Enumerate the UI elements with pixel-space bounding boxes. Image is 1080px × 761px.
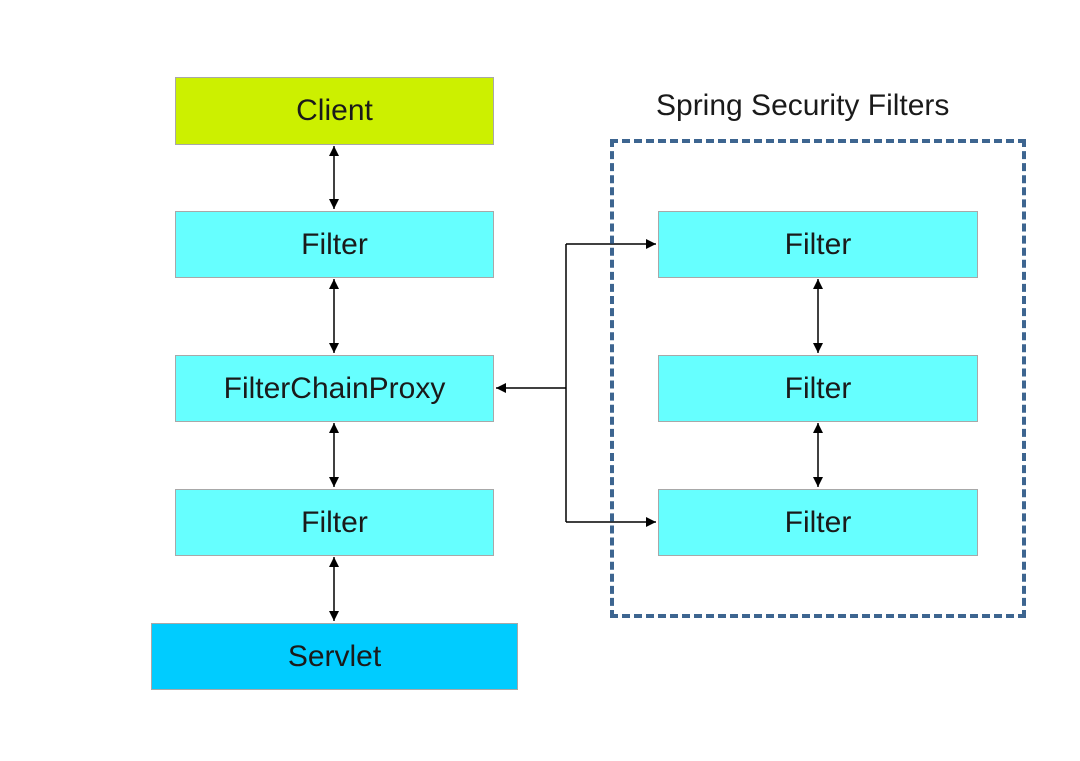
security-filter-3: Filter bbox=[658, 489, 978, 556]
filter-bottom-label: Filter bbox=[301, 505, 368, 539]
security-filter-1-label: Filter bbox=[784, 227, 852, 261]
filter-box-bottom: Filter bbox=[175, 489, 494, 556]
filter-box-top: Filter bbox=[175, 211, 494, 278]
security-group-title: Spring Security Filters bbox=[656, 89, 950, 122]
filter-chain-proxy-label: FilterChainProxy bbox=[223, 371, 446, 405]
security-group-frame bbox=[610, 139, 1026, 618]
client-box: Client bbox=[175, 77, 494, 145]
filter-top-label: Filter bbox=[301, 227, 368, 261]
servlet-box: Servlet bbox=[151, 623, 518, 690]
security-filter-2: Filter bbox=[658, 355, 978, 422]
security-filter-2-label: Filter bbox=[784, 371, 852, 405]
servlet-label: Servlet bbox=[287, 639, 382, 673]
client-label: Client bbox=[296, 94, 373, 127]
security-filter-1: Filter bbox=[658, 211, 978, 278]
security-filter-3-label: Filter bbox=[784, 505, 852, 539]
filter-chain-proxy-box: FilterChainProxy bbox=[175, 355, 494, 422]
